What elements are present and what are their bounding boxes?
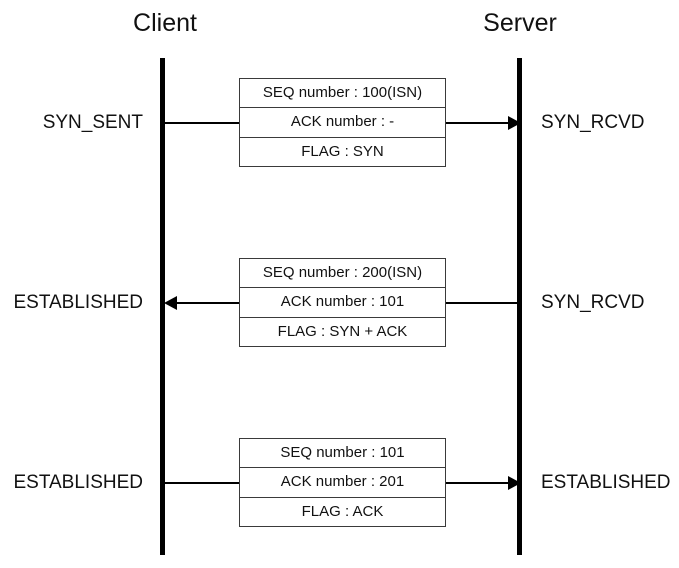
client-lifeline xyxy=(160,58,165,555)
arrow-right-icon-1 xyxy=(508,116,521,130)
connector-left-1 xyxy=(163,122,241,124)
packet-seq-field-1: SEQ number : 100(ISN) xyxy=(240,79,445,109)
server-state-label-1: SYN_RCVD xyxy=(541,112,645,133)
server-column-title: Server xyxy=(483,9,557,37)
packet-seq-field-2: SEQ number : 200(ISN) xyxy=(240,259,445,289)
client-state-label-3: ESTABLISHED xyxy=(13,472,143,493)
server-state-label-2: SYN_RCVD xyxy=(541,292,645,313)
packet-box-2: SEQ number : 200(ISN) ACK number : 101 F… xyxy=(239,258,446,347)
packet-box-1: SEQ number : 100(ISN) ACK number : - FLA… xyxy=(239,78,446,167)
client-state-label-1: SYN_SENT xyxy=(42,112,143,133)
packet-ack-field-2: ACK number : 101 xyxy=(240,288,445,318)
server-state-label-3: ESTABLISHED xyxy=(541,472,671,493)
packet-ack-field-1: ACK number : - xyxy=(240,108,445,138)
packet-seq-field-3: SEQ number : 101 xyxy=(240,439,445,469)
client-state-label-2: ESTABLISHED xyxy=(13,292,143,313)
client-column-title: Client xyxy=(133,9,197,37)
exchange-row-3: ESTABLISHED ESTABLISHED SEQ number : 101… xyxy=(0,438,679,528)
packet-box-3: SEQ number : 101 ACK number : 201 FLAG :… xyxy=(239,438,446,527)
arrow-left-icon-2 xyxy=(164,296,177,310)
connector-left-2 xyxy=(177,302,241,304)
packet-flag-field-1: FLAG : SYN xyxy=(301,142,384,160)
exchange-row-2: ESTABLISHED SYN_RCVD SEQ number : 200(IS… xyxy=(0,258,679,348)
arrow-right-icon-3 xyxy=(508,476,521,490)
exchange-row-1: SYN_SENT SYN_RCVD SEQ number : 100(ISN) … xyxy=(0,78,679,168)
connector-right-2 xyxy=(444,302,520,304)
connector-left-3 xyxy=(163,482,241,484)
packet-flag-field-2: FLAG : SYN + ACK xyxy=(277,322,408,340)
packet-flag-field-3: FLAG : ACK xyxy=(301,502,384,520)
connector-right-3 xyxy=(444,482,520,484)
server-lifeline xyxy=(517,58,522,555)
connector-right-1 xyxy=(444,122,520,124)
packet-ack-field-3: ACK number : 201 xyxy=(240,468,445,498)
